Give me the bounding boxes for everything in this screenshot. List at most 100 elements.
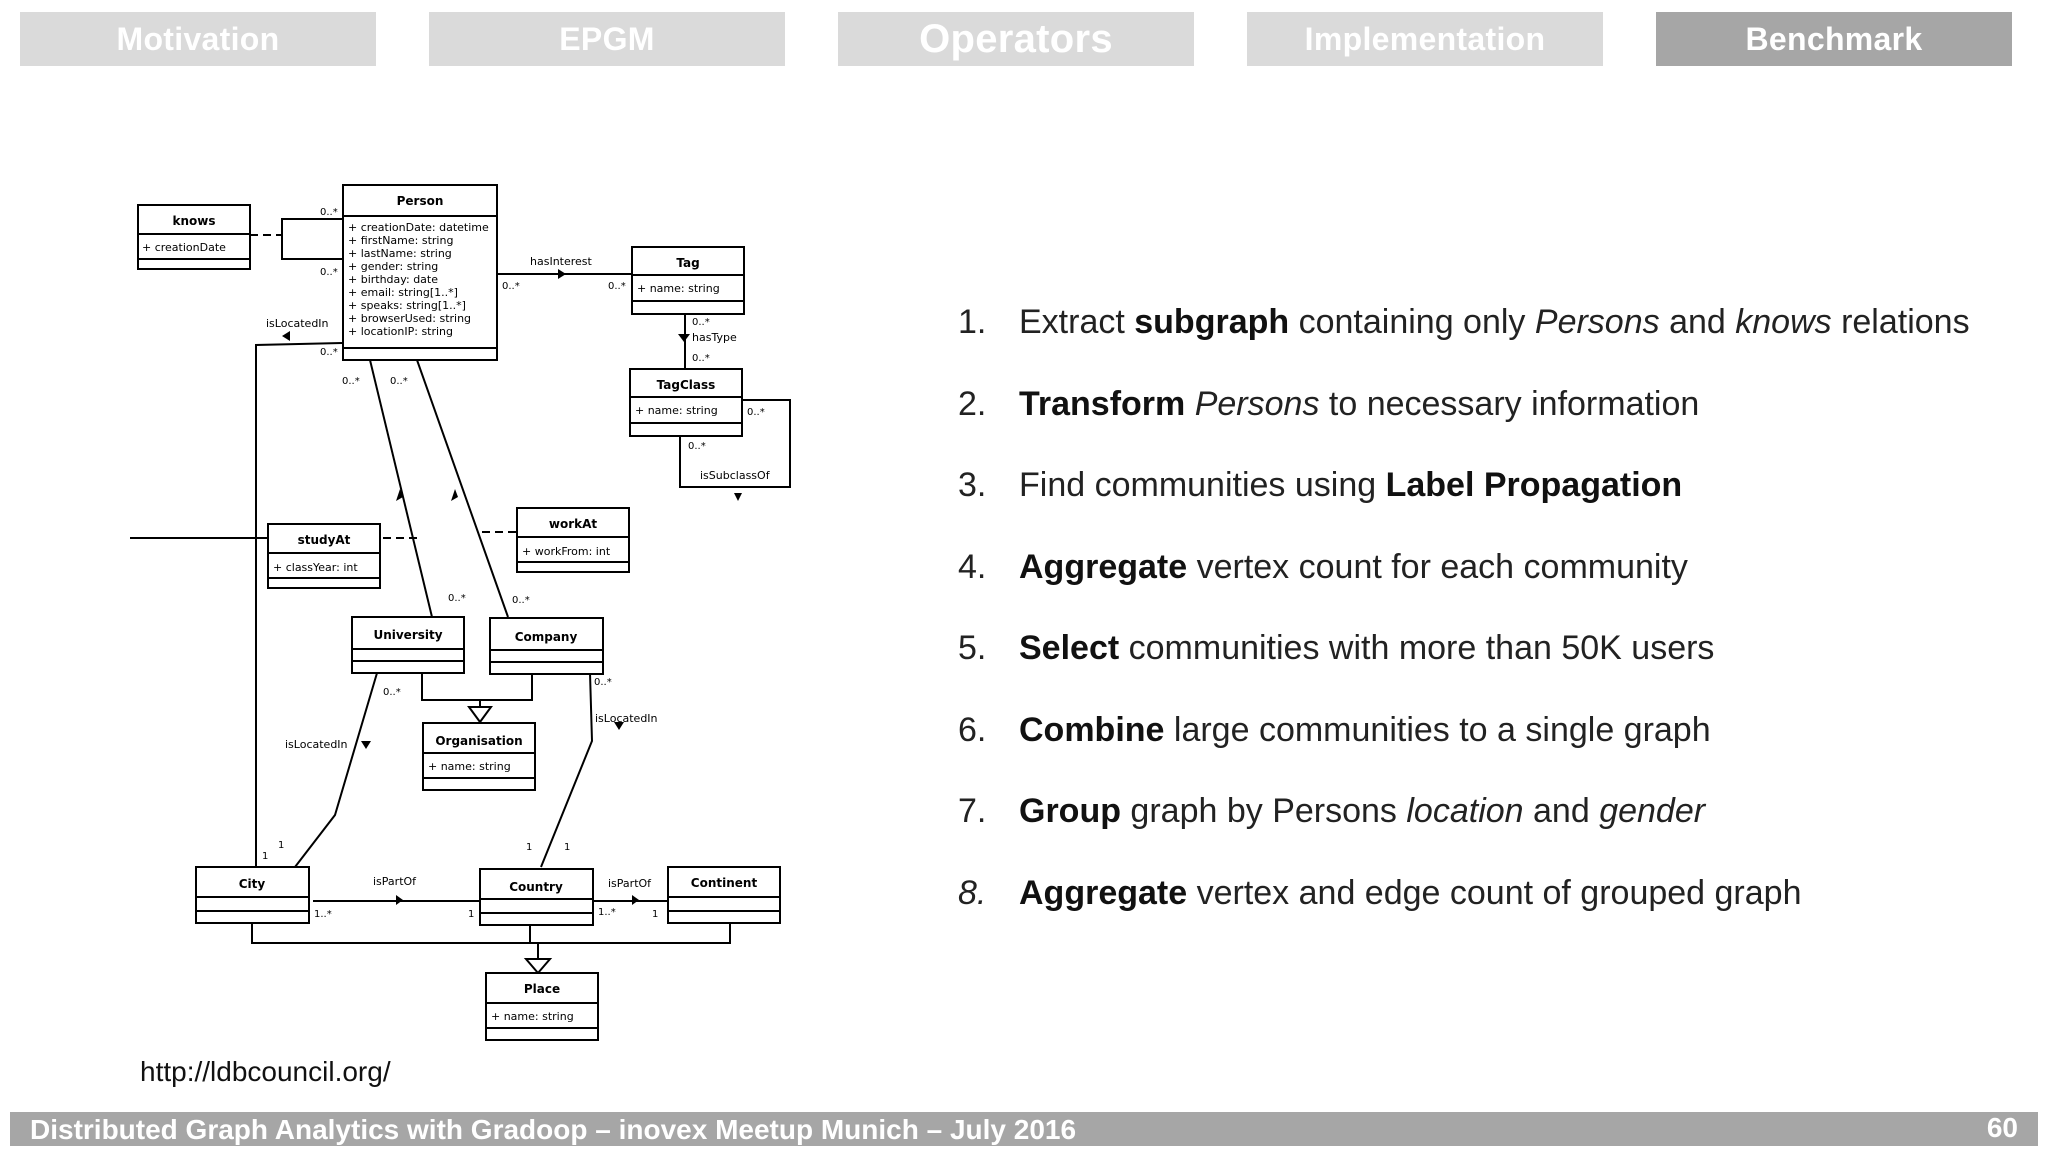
- mult-tagclass-right: 0..*: [747, 407, 765, 418]
- mult-tag-interest: 0..*: [608, 281, 626, 292]
- label-person-is-located-in: isLocatedIn: [266, 317, 329, 330]
- step-text: Transform Persons to necessary informati…: [1019, 378, 1699, 430]
- edge-person-knows: [281, 218, 342, 260]
- mult-person-interest: 0..*: [502, 281, 520, 292]
- mult-country-one-a: 1: [526, 842, 532, 853]
- generalisation-arrow-organisation: [467, 706, 493, 724]
- class-studyat-title: studyAt: [298, 533, 351, 547]
- class-place: Place + name: string: [485, 972, 599, 1041]
- step-text-part: large communities to a single graph: [1164, 710, 1711, 749]
- step-item: 4.Aggregate vertex count for each commun…: [958, 541, 2028, 623]
- class-organisation: Organisation + name: string: [422, 722, 536, 791]
- step-text-part: to necessary information: [1319, 384, 1700, 423]
- class-person-attr: + speaks: string[1..*]: [348, 299, 466, 312]
- step-text: Combine large communities to a single gr…: [1019, 704, 1711, 756]
- class-person-attr: + birthday: date: [348, 273, 438, 286]
- step-item: 6.Combine large communities to a single …: [958, 704, 2028, 786]
- label-has-interest: hasInterest: [530, 255, 593, 268]
- class-knows-title: knows: [173, 214, 216, 228]
- label-university-is-located-in: isLocatedIn: [285, 738, 348, 751]
- step-text: Find communities using Label Propagation: [1019, 459, 1682, 511]
- mult-city-part: 1..*: [314, 909, 332, 920]
- edge-company-country: [540, 672, 594, 868]
- step-text: Group graph by Persons location and gend…: [1019, 785, 1705, 837]
- class-country: Country: [479, 868, 594, 926]
- mult-city-one-a: 1: [278, 840, 284, 851]
- label-country-is-part-of: isPartOf: [608, 877, 652, 890]
- class-company: Company: [489, 617, 604, 675]
- step-keyword: Aggregate: [1019, 547, 1188, 586]
- mult-country-continent: 1..*: [598, 907, 616, 918]
- class-tagclass-title: TagClass: [657, 378, 716, 392]
- step-keyword: Transform: [1019, 384, 1186, 423]
- class-knows-attr: + creationDate: [142, 241, 226, 254]
- class-person-attr: + browserUsed: string: [348, 312, 471, 325]
- edge-person-company: [416, 359, 509, 618]
- label-is-subclass-of: isSubclassOf: [700, 469, 771, 482]
- edge-university-organisation: [421, 673, 480, 701]
- mult-person-study: 0..*: [342, 376, 360, 387]
- step-text: Aggregate vertex count for each communit…: [1019, 541, 1688, 593]
- mult-country-one-b: 1: [564, 842, 570, 853]
- mult-company-work: 0..*: [512, 595, 530, 606]
- step-number: 7.: [958, 792, 987, 830]
- class-person: Person + creationDate: datetime + firstN…: [342, 184, 498, 361]
- edge-company-organisation: [479, 673, 533, 707]
- step-text-part: communities with more than 50K users: [1119, 629, 1715, 667]
- step-item: 1.Extract subgraph containing only Perso…: [958, 296, 2028, 378]
- step-item: 2. Transform Persons to necessary informa…: [958, 378, 2028, 460]
- step-keyword: Group: [1019, 792, 1121, 830]
- tab-epgm[interactable]: EPGM: [429, 12, 785, 66]
- edge-person-located-in: [255, 342, 343, 867]
- class-company-title: Company: [515, 630, 578, 644]
- step-text-part: Persons: [1534, 303, 1660, 341]
- step-text-part: and: [1659, 303, 1736, 341]
- mult-knows-top: 0..*: [320, 207, 338, 218]
- class-person-attr: + locationIP: string: [348, 325, 453, 338]
- ldbc-schema-diagram: knows + creationDate Person + creationDa…: [130, 175, 810, 1055]
- step-text-part: knows: [1735, 303, 1832, 341]
- tab-operators[interactable]: Operators: [838, 12, 1194, 66]
- step-keyword: Label Propagation: [1385, 466, 1683, 504]
- step-number: 2.: [958, 384, 987, 423]
- step-number: 8.: [958, 873, 987, 912]
- section-tabs: Motivation EPGM Operators Implementation…: [20, 12, 2020, 66]
- step-text-part: graph by Persons: [1120, 792, 1407, 830]
- mult-tagclass-type: 0..*: [692, 353, 710, 364]
- class-organisation-attr: + name: string: [428, 760, 511, 773]
- tab-motivation[interactable]: Motivation: [20, 12, 376, 66]
- generalisation-arrow-place: [523, 958, 553, 975]
- class-university-title: University: [373, 628, 442, 642]
- class-tag: Tag + name: string: [631, 246, 745, 315]
- class-tag-attr: + name: string: [637, 282, 720, 295]
- step-text-part: Persons: [1194, 384, 1320, 423]
- step-number: 1.: [958, 303, 987, 341]
- class-organisation-title: Organisation: [435, 734, 522, 748]
- class-place-title: Place: [524, 982, 560, 996]
- class-university: University: [351, 616, 465, 674]
- benchmark-steps: 1.Extract subgraph containing only Perso…: [958, 296, 2028, 948]
- class-studyat: studyAt + classYear: int: [267, 523, 381, 589]
- class-tag-title: Tag: [676, 256, 699, 270]
- step-text-part: vertex and edge count of grouped graph: [1187, 873, 1802, 912]
- mult-city-one-b: 1: [262, 851, 268, 862]
- mult-tag-type: 0..*: [692, 317, 710, 328]
- label-city-is-part-of: isPartOf: [373, 875, 417, 888]
- step-text-part: relations: [1831, 303, 1970, 341]
- class-workat-attr: + workFrom: int: [522, 545, 611, 558]
- class-person-attr: + gender: string: [348, 260, 438, 273]
- footer-bar: Distributed Graph Analytics with Gradoop…: [10, 1112, 2038, 1146]
- tab-benchmark[interactable]: Benchmark: [1656, 12, 2012, 66]
- step-text: Aggregate vertex and edge count of group…: [1019, 867, 1801, 919]
- tab-implementation[interactable]: Implementation: [1247, 12, 1603, 66]
- step-item: 3.Find communities using Label Propagati…: [958, 459, 2028, 541]
- edge-person-university: [369, 359, 433, 618]
- class-place-attr: + name: string: [491, 1010, 574, 1023]
- step-text-part: gender: [1599, 792, 1706, 830]
- class-country-title: Country: [509, 880, 563, 894]
- class-person-attr: + firstName: string: [348, 234, 453, 247]
- footer-text: Distributed Graph Analytics with Gradoop…: [30, 1114, 1077, 1145]
- label-has-type: hasType: [692, 331, 737, 344]
- step-text-part: Find communities using: [1019, 466, 1386, 504]
- source-url[interactable]: http://ldbcouncil.org/: [140, 1056, 391, 1087]
